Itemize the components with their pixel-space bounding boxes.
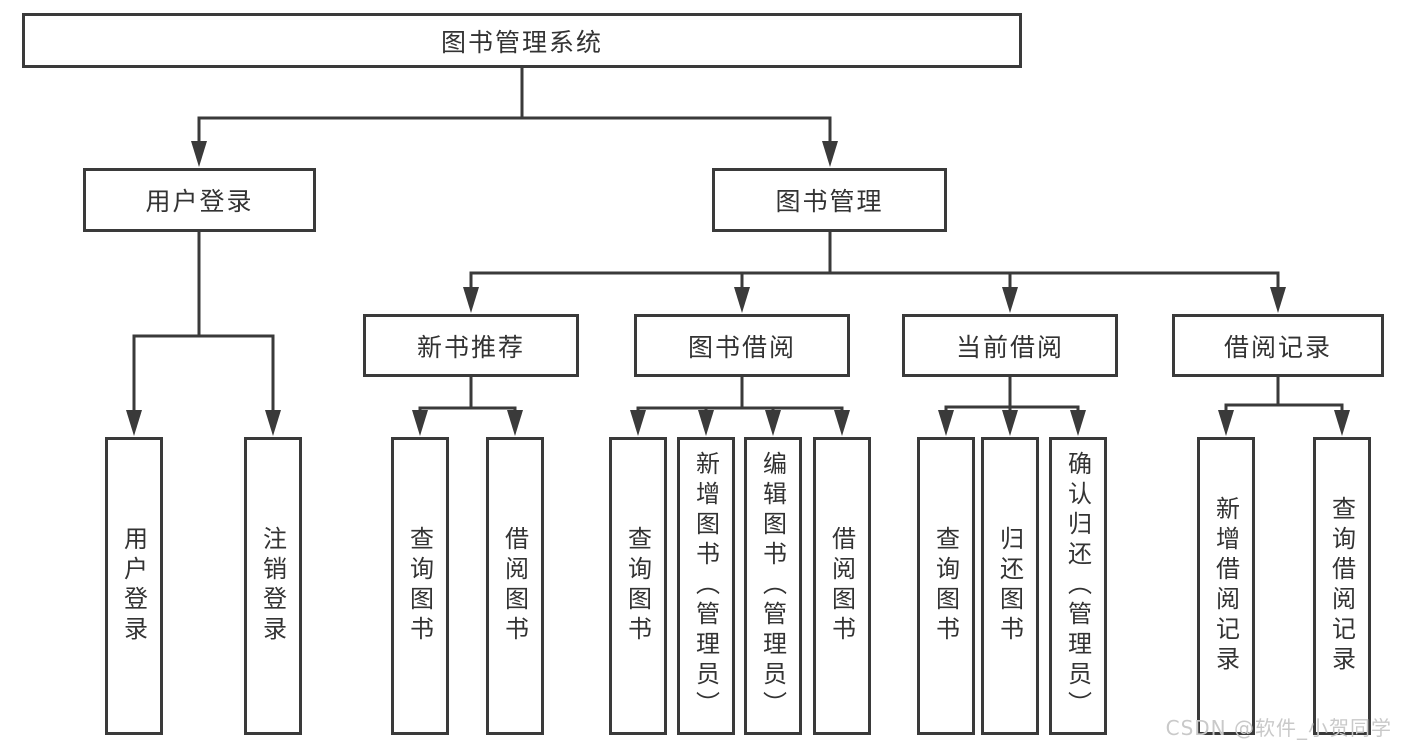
node-label: 查询图书 xyxy=(623,526,652,646)
arrowhead-down xyxy=(265,410,281,436)
node-label: 归还图书 xyxy=(995,526,1024,646)
arrowhead-down xyxy=(507,410,523,436)
node-label: 新增借阅记录 xyxy=(1211,496,1240,676)
arrowhead-down xyxy=(126,410,142,436)
leaf-confirm-return-admin: 确认归还（管理员） xyxy=(1049,437,1107,735)
leaf-edit-books-admin: 编辑图书（管理员） xyxy=(744,437,802,735)
arrowhead-down xyxy=(630,410,646,436)
leaf-return-books: 归还图书 xyxy=(981,437,1039,735)
node-label: 确认归还（管理员） xyxy=(1063,451,1092,721)
node-label: 当前借阅 xyxy=(955,332,1064,362)
node-label: 新书推荐 xyxy=(416,332,525,362)
node-library-management-system: 图书管理系统 xyxy=(22,13,1022,68)
node-book-management: 图书管理 xyxy=(712,168,947,232)
arrowhead-down xyxy=(734,287,750,313)
node-label: 图书管理 xyxy=(775,187,884,216)
leaf-logout-login: 注销登录 xyxy=(244,437,302,735)
node-label: 用户登录 xyxy=(145,187,254,216)
leaf-query-books-borrow: 查询图书 xyxy=(609,437,667,735)
node-label: 用户登录 xyxy=(119,526,148,646)
node-label: 借阅图书 xyxy=(500,526,529,646)
watermark: CSDN @软件_小贺同学 xyxy=(1165,716,1392,740)
leaf-query-borrow-record: 查询借阅记录 xyxy=(1313,437,1371,735)
node-label: 查询图书 xyxy=(405,526,434,646)
leaf-borrow-books-recommend: 借阅图书 xyxy=(486,437,544,735)
node-label: 查询借阅记录 xyxy=(1327,496,1356,676)
arrowhead-down xyxy=(1334,410,1350,436)
arrowhead-down xyxy=(765,410,781,436)
arrowhead-down xyxy=(191,141,207,167)
arrowhead-down xyxy=(822,141,838,167)
node-label: 查询图书 xyxy=(931,526,960,646)
node-new-book-recommendation: 新书推荐 xyxy=(363,314,579,377)
node-label: 注销登录 xyxy=(258,526,287,646)
node-label: 编辑图书（管理员） xyxy=(758,451,787,721)
node-label: 图书借阅 xyxy=(687,332,796,362)
arrowhead-down xyxy=(1270,287,1286,313)
arrowhead-down xyxy=(1002,410,1018,436)
arrowhead-down xyxy=(1070,410,1086,436)
leaf-add-borrow-record: 新增借阅记录 xyxy=(1197,437,1255,735)
node-book-borrowing: 图书借阅 xyxy=(634,314,850,377)
arrowhead-down xyxy=(412,410,428,436)
arrowhead-down xyxy=(938,410,954,436)
node-user-login: 用户登录 xyxy=(83,168,316,232)
node-label: 借阅记录 xyxy=(1223,332,1332,362)
leaf-borrow-books: 借阅图书 xyxy=(813,437,871,735)
leaf-user-login: 用户登录 xyxy=(105,437,163,735)
arrowhead-down xyxy=(1218,410,1234,436)
arrowhead-down xyxy=(834,410,850,436)
leaf-query-books-recommend: 查询图书 xyxy=(391,437,449,735)
arrowhead-down xyxy=(698,410,714,436)
leaf-query-books-current: 查询图书 xyxy=(917,437,975,735)
arrowhead-down xyxy=(463,287,479,313)
leaf-add-books-admin: 新增图书（管理员） xyxy=(677,437,735,735)
node-borrowing-records: 借阅记录 xyxy=(1172,314,1384,377)
node-label: 图书管理系统 xyxy=(440,27,603,57)
node-current-borrowing: 当前借阅 xyxy=(902,314,1118,377)
arrowhead-down xyxy=(1002,287,1018,313)
node-label: 借阅图书 xyxy=(827,526,856,646)
node-label: 新增图书（管理员） xyxy=(691,451,720,721)
